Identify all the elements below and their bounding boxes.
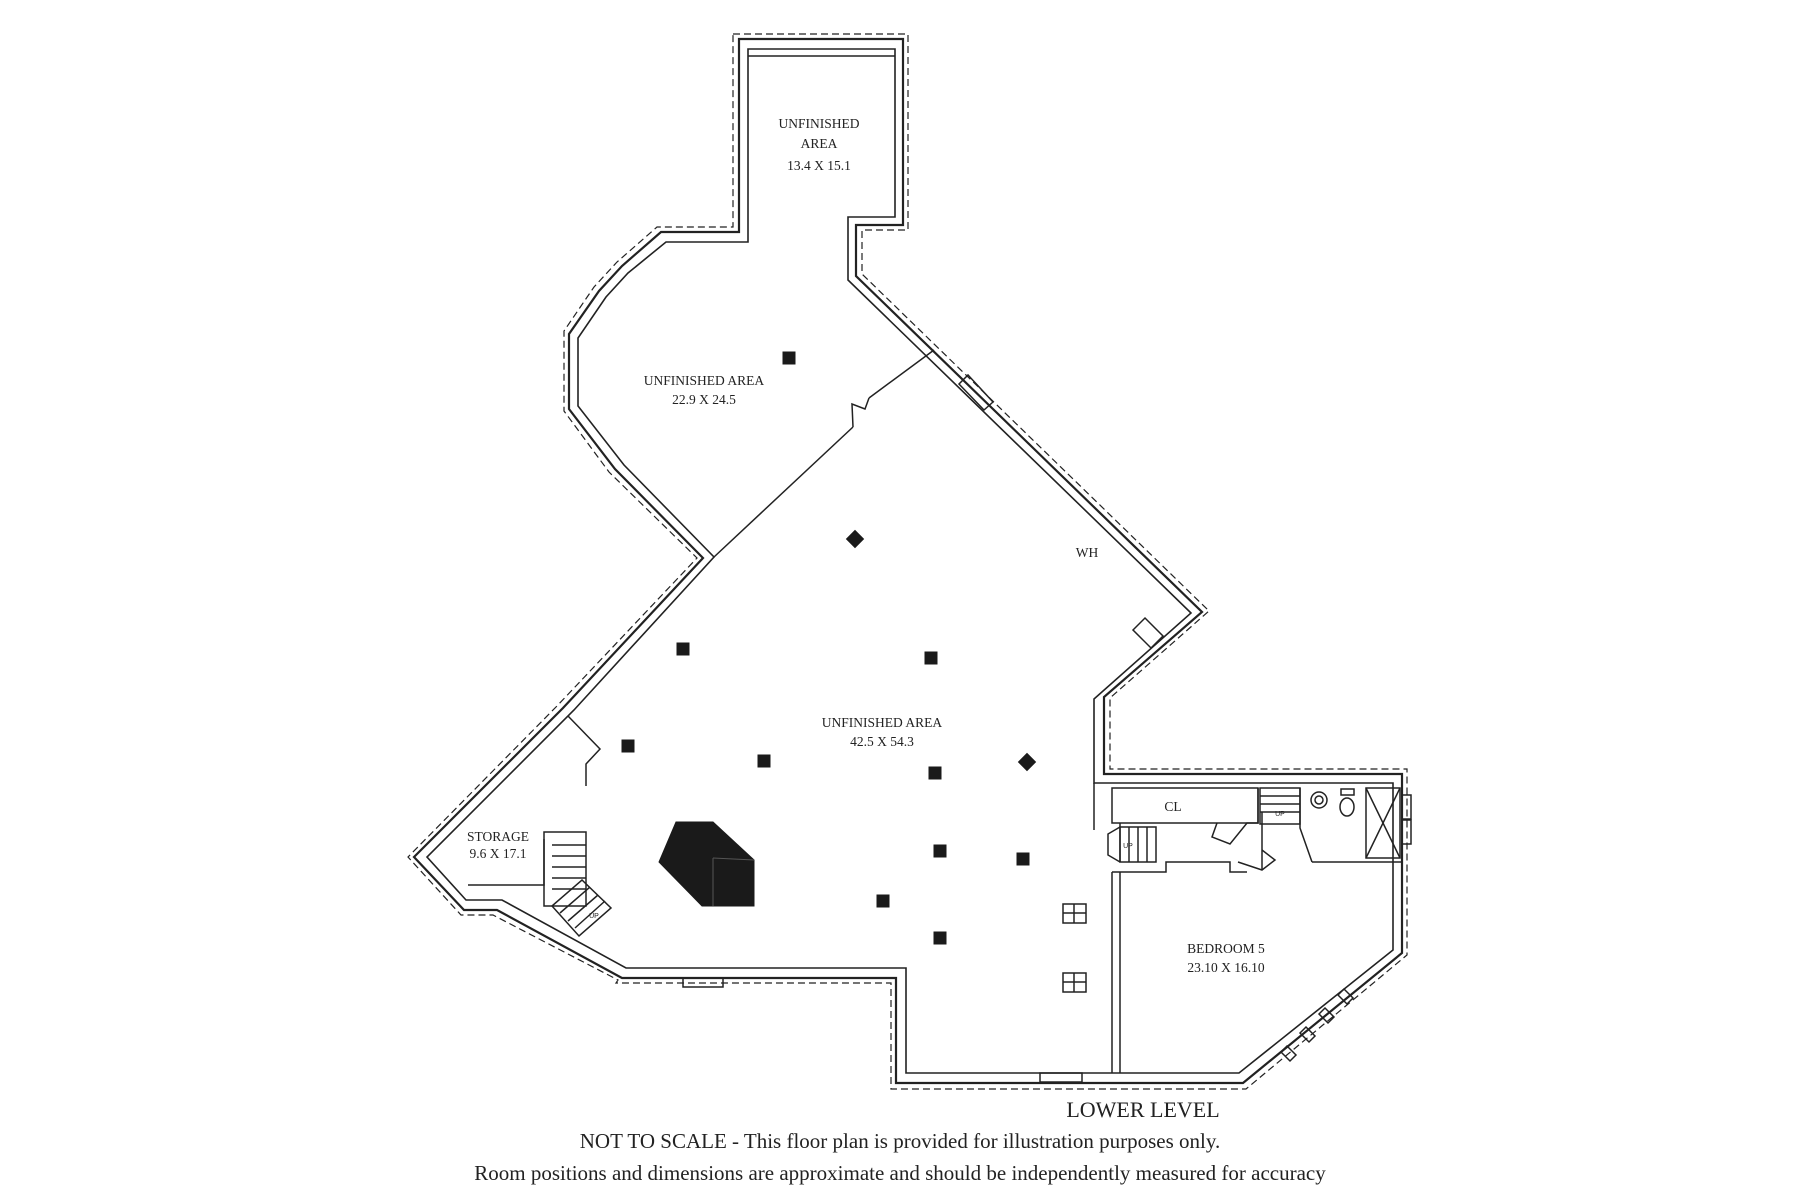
fireplace-mass (658, 821, 755, 907)
water-heater-label: WH (1076, 545, 1099, 560)
window-east (957, 373, 995, 412)
column-post (933, 931, 947, 945)
stair-up-label-left: UP (589, 913, 599, 920)
stair-door-swing (1107, 826, 1121, 863)
window-bedroom-2 (1298, 1025, 1317, 1044)
windows (682, 373, 1412, 1083)
column-diamond (845, 529, 865, 549)
column-post (1016, 852, 1030, 866)
fixtures (658, 616, 1165, 993)
storage-name: STORAGE (467, 829, 529, 844)
closet-label: CL (1164, 799, 1181, 814)
doorway-jamb (851, 397, 870, 428)
top-area-dims: 13.4 X 15.1 (787, 158, 851, 173)
column-post (924, 651, 938, 665)
main-area-dims: 42.5 X 54.3 (850, 734, 914, 749)
column-post (933, 844, 947, 858)
storage-dims: 9.6 X 17.1 (470, 846, 527, 861)
stair-up-label-right: UP (1123, 843, 1133, 850)
toilet (1339, 797, 1355, 817)
columns (621, 351, 1037, 945)
stair-up-label-closet: UP (1275, 811, 1285, 818)
linen-stairs (1259, 787, 1301, 825)
exterior-wall-inner (425, 48, 1394, 1074)
disclaimer-line-2: Room positions and dimensions are approx… (474, 1161, 1326, 1185)
column-post (928, 766, 942, 780)
window-south-center (1039, 1072, 1083, 1083)
main-area-name: UNFINISHED AREA (822, 715, 943, 730)
upper-area-name: UNFINISHED AREA (644, 373, 765, 388)
stair-landing (551, 878, 613, 938)
bedroom5-name: BEDROOM 5 (1187, 941, 1265, 956)
disclaimer-line-1: NOT TO SCALE - This floor plan is provid… (580, 1129, 1220, 1153)
window-bath-2 (1401, 819, 1412, 845)
exterior-wall-dashed (407, 33, 1408, 1090)
shower (1365, 787, 1401, 859)
water-heater-box (1131, 616, 1165, 650)
column-post (782, 351, 796, 365)
plan-caption: LOWER LEVEL NOT TO SCALE - This floor pl… (474, 1097, 1326, 1185)
bedroom-north-wall (1112, 861, 1247, 873)
diagonal-partition-upper (868, 349, 935, 399)
column-post (757, 754, 771, 768)
hall-door (1237, 849, 1277, 871)
upper-area-dims: 22.9 X 24.5 (672, 392, 736, 407)
top-area-name-line2: AREA (801, 136, 838, 151)
stairs-right: UP UP (1107, 811, 1285, 863)
column-post (876, 894, 890, 908)
window-south-left (682, 977, 724, 988)
diagonal-partition-lower (713, 426, 854, 558)
window-bath-1 (1401, 794, 1412, 820)
exterior-wall-outer (412, 37, 1404, 1085)
window-bedroom-1 (1279, 1044, 1298, 1063)
closet-door-angle (1211, 788, 1259, 845)
stairs-left: UP (543, 831, 613, 938)
bedroom5-dims: 23.10 X 16.10 (1187, 960, 1264, 975)
column-post (621, 739, 635, 753)
storage-angle-wall (567, 715, 602, 786)
exterior-walls (407, 33, 1408, 1090)
window-bedroom-4 (1336, 987, 1355, 1006)
column-post (676, 642, 690, 656)
room-labels: UNFINISHED AREA 13.4 X 15.1 UNFINISHED A… (467, 116, 1265, 975)
top-area-name-line1: UNFINISHED (779, 116, 860, 131)
plan-title: LOWER LEVEL (1066, 1097, 1219, 1122)
window-bedroom-3 (1317, 1006, 1336, 1025)
sink (1310, 791, 1328, 809)
interior-walls: UP UP UP (468, 349, 1402, 1073)
bath-west-wall (1299, 788, 1313, 863)
column-diamond (1017, 752, 1037, 772)
closet-box (1111, 787, 1259, 824)
stair-box (543, 831, 587, 907)
